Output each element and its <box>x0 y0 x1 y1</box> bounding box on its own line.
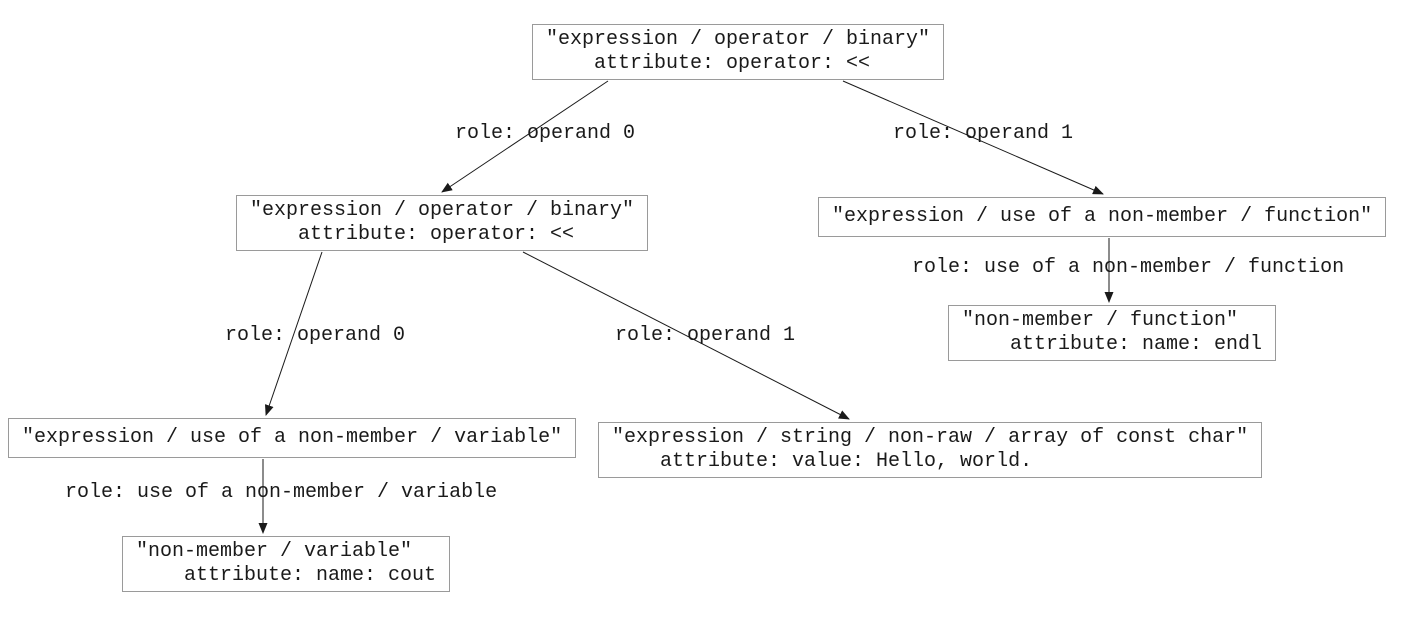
edge-label-root-operand-0: role: operand 0 <box>455 122 636 145</box>
edge-inner-to-use-variable <box>264 251 323 416</box>
node-use-of-non-member-variable: "expression / use of a non-member / vari… <box>8 418 577 458</box>
node-non-member-variable-cout: "non-member / variable" attribute: name:… <box>122 536 451 592</box>
edge-label-use-of-non-member-function: role: use of a non-member / function <box>912 256 1345 279</box>
edge-label-root-operand-1: role: operand 1 <box>893 122 1074 145</box>
node-string-literal-hello-world: "expression / string / non-raw / array o… <box>598 422 1263 478</box>
edge-inner-to-string-literal <box>522 251 850 420</box>
edge-root-to-inner-binary <box>441 80 609 193</box>
node-non-member-function-endl: "non-member / function" attribute: name:… <box>948 305 1277 361</box>
edge-label-inner-operand-0: role: operand 0 <box>225 324 406 347</box>
node-use-of-non-member-function: "expression / use of a non-member / func… <box>818 197 1387 237</box>
edge-root-to-use-function <box>842 80 1104 195</box>
edge-label-inner-operand-1: role: operand 1 <box>615 324 796 347</box>
node-root-binary-operator: "expression / operator / binary" attribu… <box>532 24 945 80</box>
node-inner-binary-operator: "expression / operator / binary" attribu… <box>236 195 649 251</box>
edge-label-use-of-non-member-variable: role: use of a non-member / variable <box>65 481 498 504</box>
